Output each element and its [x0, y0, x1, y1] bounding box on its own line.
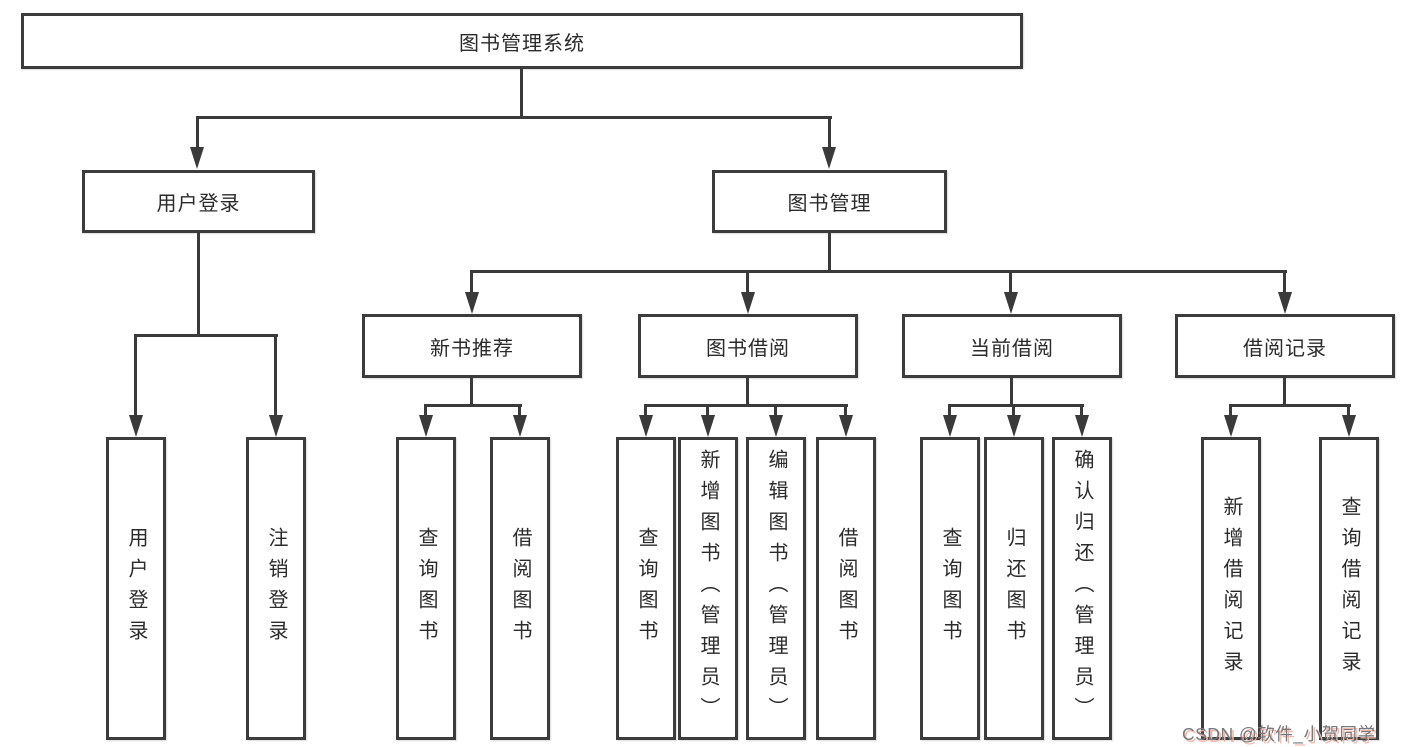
leaf-label: 归还图书 [1003, 526, 1025, 651]
leaf-edit-books-admin: 编辑图书（管理员） [746, 437, 806, 740]
leaf-borrow-books: 借阅图书 [816, 437, 876, 740]
arrow-down-icon [465, 292, 479, 314]
arrow-down-icon [1342, 415, 1356, 437]
arrow-down-icon [1007, 415, 1021, 437]
leaf-borrow-books-recommend: 借阅图书 [490, 437, 550, 740]
leaf-label: 用户登录 [125, 526, 147, 651]
connector-line [470, 378, 473, 407]
connector-line [828, 116, 831, 148]
leaf-label: 新增图书（管理员） [697, 449, 719, 728]
connector-line [470, 270, 473, 292]
arrow-down-icon [769, 415, 783, 437]
arrow-down-icon [129, 415, 143, 437]
node-root-library-system: 图书管理系统 [21, 13, 1023, 69]
leaf-label: 确认归还（管理员） [1071, 449, 1093, 728]
leaf-label: 借阅图书 [509, 526, 531, 651]
connector-line [196, 116, 199, 148]
csdn-watermark: CSDN @软件_小贺同学 [1182, 724, 1376, 744]
connector-line [196, 116, 832, 119]
arrow-down-icon [269, 415, 283, 437]
connector-line [948, 404, 951, 417]
arrow-down-icon [419, 415, 433, 437]
leaf-label: 注销登录 [265, 526, 287, 651]
arrow-down-icon [190, 147, 204, 169]
connector-line [1229, 404, 1351, 407]
connector-line [1283, 378, 1286, 407]
leaf-query-books-recommend: 查询图书 [396, 437, 456, 740]
connector-line [1010, 378, 1013, 407]
leaf-add-borrow-record: 新增借阅记录 [1201, 437, 1261, 740]
node-new-book-recommend: 新书推荐 [362, 314, 582, 378]
connector-line [828, 233, 831, 273]
connector-line [134, 334, 137, 417]
leaf-label: 查询图书 [939, 526, 961, 651]
connector-line [274, 334, 277, 417]
leaf-label: 查询图书 [415, 526, 437, 651]
arrow-down-icon [839, 415, 853, 437]
leaf-label: 查询图书 [635, 526, 657, 651]
connector-line [134, 334, 278, 337]
node-label: 图书借阅 [706, 337, 790, 360]
leaf-logout: 注销登录 [246, 437, 306, 740]
connector-line [774, 404, 777, 417]
connector-line [706, 404, 709, 417]
arrow-down-icon [1278, 292, 1292, 314]
leaf-label: 查询借阅记录 [1338, 495, 1360, 682]
connector-line [520, 69, 523, 118]
node-current-borrow: 当前借阅 [902, 314, 1122, 378]
leaf-label: 编辑图书（管理员） [765, 449, 787, 728]
leaf-label: 新增借阅记录 [1220, 495, 1242, 682]
leaf-user-login: 用户登录 [106, 437, 166, 740]
arrow-down-icon [1075, 415, 1089, 437]
leaf-query-borrow-record: 查询借阅记录 [1319, 437, 1379, 740]
node-book-borrow: 图书借阅 [638, 314, 858, 378]
node-label: 当前借阅 [970, 337, 1054, 360]
connector-line [844, 404, 847, 417]
connector-line [470, 270, 1287, 273]
connector-line [948, 404, 1084, 407]
connector-line [1080, 404, 1083, 417]
leaf-query-books-borrow: 查询图书 [616, 437, 676, 740]
leaf-add-books-admin: 新增图书（管理员） [678, 437, 738, 740]
connector-line [644, 404, 848, 407]
leaf-return-books: 归还图书 [984, 437, 1044, 740]
node-label: 图书管理系统 [459, 32, 585, 55]
connector-line [746, 270, 749, 292]
node-borrow-records: 借阅记录 [1175, 314, 1395, 378]
connector-line [1009, 270, 1012, 292]
leaf-label: 借阅图书 [835, 526, 857, 651]
arrow-down-icon [1224, 415, 1238, 437]
connector-line [746, 378, 749, 407]
connector-line [424, 404, 427, 417]
connector-line [1012, 404, 1015, 417]
node-label: 图书管理 [787, 193, 872, 215]
connector-line [644, 404, 647, 417]
node-user-login: 用户登录 [82, 170, 315, 233]
arrow-down-icon [1004, 292, 1018, 314]
arrow-down-icon [741, 292, 755, 314]
arrow-down-icon [639, 415, 653, 437]
connector-line [1347, 404, 1350, 417]
leaf-confirm-return-admin: 确认归还（管理员） [1052, 437, 1112, 740]
connector-line [518, 404, 521, 417]
node-label: 用户登录 [156, 193, 241, 215]
node-label: 新书推荐 [430, 337, 514, 360]
connector-line [424, 404, 522, 407]
connector-line [1229, 404, 1232, 417]
connector-line [197, 233, 200, 337]
leaf-query-books-current: 查询图书 [920, 437, 980, 740]
node-book-management: 图书管理 [712, 170, 947, 233]
connector-line [1283, 270, 1286, 292]
arrow-down-icon [943, 415, 957, 437]
node-label: 借阅记录 [1243, 337, 1327, 360]
arrow-down-icon [513, 415, 527, 437]
arrow-down-icon [822, 147, 836, 169]
arrow-down-icon [701, 415, 715, 437]
